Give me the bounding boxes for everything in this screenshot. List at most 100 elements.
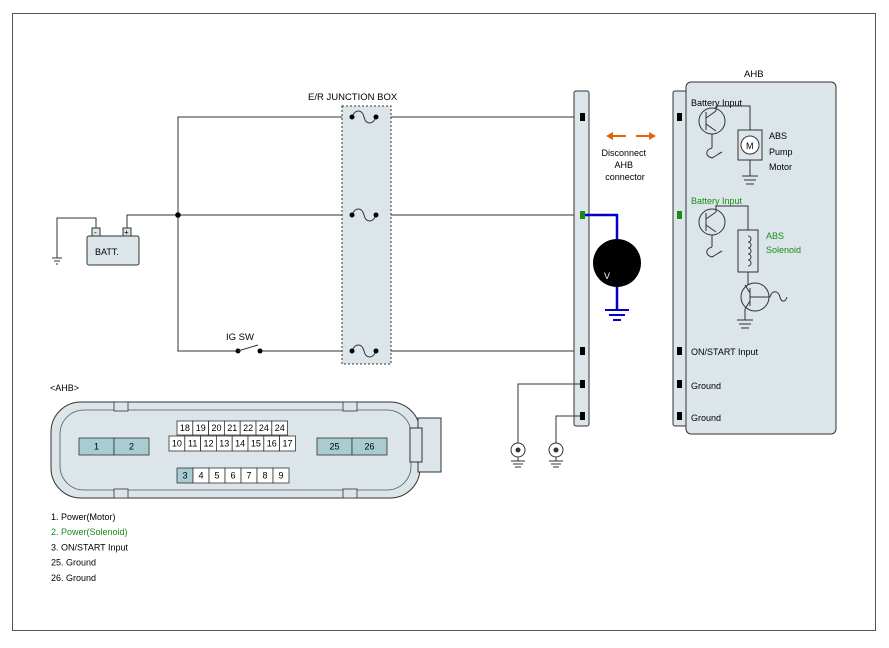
pin-legend-item: 3. ON/START Input — [51, 542, 129, 552]
measurement-wire — [585, 213, 619, 310]
connector-pin: 9 — [272, 467, 290, 484]
svg-text:1: 1 — [94, 442, 99, 452]
connector-pin: 1 — [78, 437, 115, 456]
connector-pin: 24 — [271, 420, 288, 436]
harness-connector — [573, 90, 590, 427]
svg-text:20: 20 — [211, 423, 221, 433]
svg-text:17: 17 — [282, 439, 292, 449]
svg-text:13: 13 — [219, 439, 229, 449]
svg-text:18: 18 — [180, 423, 190, 433]
voltmeter-label: V — [604, 271, 610, 281]
svg-text:2: 2 — [129, 442, 134, 452]
connector-pin: 20 — [208, 420, 225, 436]
connector-pin: 2 — [113, 437, 150, 456]
svg-text:25: 25 — [329, 442, 339, 452]
abs-pump-motor-label: ABS Pump Motor — [769, 131, 795, 172]
svg-text:8: 8 — [262, 471, 267, 481]
svg-text:16: 16 — [267, 439, 277, 449]
svg-text:15: 15 — [251, 439, 261, 449]
connector-pin: 4 — [192, 467, 210, 484]
ahb-connector-terminals — [677, 113, 682, 420]
svg-text:M: M — [746, 141, 754, 151]
connector-title: <AHB> — [50, 383, 79, 393]
svg-text:22: 22 — [243, 423, 253, 433]
battery-label: BATT. — [95, 247, 119, 257]
chassis-ground-icon-2 — [548, 442, 564, 468]
battery-input-label: Battery Input — [691, 98, 743, 108]
connector-pin: 26 — [351, 437, 388, 456]
battery-plus: + — [124, 228, 129, 237]
voltmeter-icon — [593, 239, 641, 287]
connector-pin: 3 — [176, 467, 194, 484]
disconnect-label: Disconnect AHB connector — [601, 148, 648, 182]
svg-text:12: 12 — [203, 439, 213, 449]
battery: BATT. - + — [86, 227, 140, 266]
connector-pin: 16 — [263, 435, 280, 452]
svg-text:24: 24 — [275, 423, 285, 433]
connector-pin: 8 — [256, 467, 274, 484]
ahb-title: AHB — [744, 69, 764, 80]
main-wiring — [126, 116, 580, 352]
connector-pin: 18 — [176, 420, 194, 436]
ground-label-2: Ground — [691, 413, 721, 423]
connector-pin: 13 — [215, 435, 233, 452]
connector-pin: 14 — [231, 435, 249, 452]
voltmeter-ground-icon — [605, 309, 629, 321]
connector-pin: 25 — [316, 437, 353, 456]
on-start-input-label: ON/START Input — [691, 347, 759, 357]
ig-switch-label: IG SW — [226, 332, 254, 343]
svg-text:19: 19 — [196, 423, 206, 433]
svg-text:10: 10 — [172, 439, 182, 449]
junction-box-label: E/R JUNCTION BOX — [308, 92, 398, 103]
motor-ground-icon — [742, 160, 758, 185]
abs-solenoid-label: ABS Solenoid — [766, 231, 801, 255]
svg-text:24: 24 — [259, 423, 269, 433]
connector-pin: 10 — [168, 435, 186, 452]
svg-text:21: 21 — [227, 423, 237, 433]
pin-legend: 1. Power(Motor) 2. Power(Solenoid) 3. ON/S… — [51, 512, 129, 583]
svg-text:4: 4 — [198, 471, 203, 481]
fuse-icon — [351, 110, 377, 358]
ig-switch-icon — [235, 344, 263, 354]
solenoid-coil-icon — [737, 229, 759, 285]
pin-legend-item: 2. Power(Solenoid) — [51, 527, 128, 537]
svg-text:6: 6 — [230, 471, 235, 481]
connector-pin: 6 — [224, 467, 242, 484]
driver-transistor-icon — [737, 282, 788, 329]
connector-pin: 21 — [223, 420, 241, 436]
chassis-ground-icon — [510, 442, 526, 468]
connector-pin: 11 — [184, 435, 202, 452]
battery-minus: - — [94, 228, 97, 237]
pin-legend-item: 26. Ground — [51, 573, 96, 583]
connector-pin: 7 — [240, 467, 258, 484]
connector-pin: 5 — [208, 467, 226, 484]
ahb-module — [685, 81, 837, 435]
connector-pin: 22 — [239, 420, 257, 436]
svg-text:11: 11 — [188, 439, 197, 449]
svg-text:3: 3 — [182, 471, 187, 481]
ground-label-1: Ground — [691, 381, 721, 391]
connector-pin: 19 — [192, 420, 210, 436]
svg-text:9: 9 — [278, 471, 283, 481]
svg-text:5: 5 — [214, 471, 219, 481]
battery-input-label-2: Battery Input — [691, 196, 743, 206]
harness-ground-wiring — [517, 383, 580, 443]
svg-text:26: 26 — [364, 442, 374, 452]
motor-transistor-icon — [698, 105, 751, 159]
battery-ground-icon — [52, 217, 97, 265]
solenoid-transistor-icon — [698, 205, 749, 258]
junction-box — [341, 105, 392, 365]
disconnect-arrows-icon — [606, 132, 656, 140]
pin-legend-item: 1. Power(Motor) — [51, 512, 116, 522]
connector-pin: 12 — [200, 435, 217, 452]
connector-pin: 17 — [279, 435, 296, 452]
svg-text:14: 14 — [235, 439, 245, 449]
diagram-frame — [12, 13, 876, 631]
harness-connector-terminals — [580, 113, 585, 420]
pin-legend-item: 25. Ground — [51, 558, 96, 568]
connector-pin: 15 — [247, 435, 265, 452]
svg-text:7: 7 — [246, 471, 251, 481]
connector-pin: 24 — [255, 420, 273, 436]
